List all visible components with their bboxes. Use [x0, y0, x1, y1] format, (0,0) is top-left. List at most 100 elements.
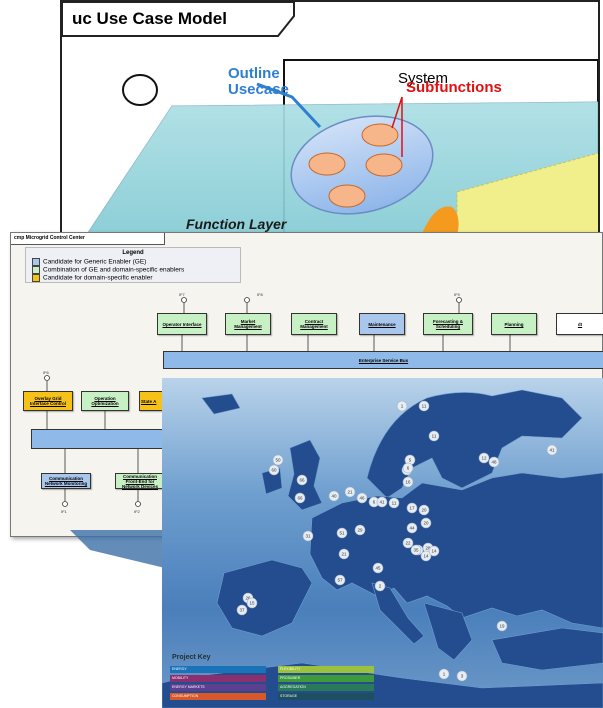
project-marker-label: 41	[549, 448, 555, 453]
project-marker-label: 51	[339, 531, 345, 536]
project-marker-dot	[246, 597, 258, 609]
project-marker: 37	[236, 604, 248, 616]
project-marker-label: 57	[337, 578, 343, 583]
project-marker-dot	[374, 580, 386, 592]
project-marker-label: 46	[359, 496, 365, 501]
actor-circle	[122, 74, 158, 106]
project-marker: 11	[418, 400, 430, 412]
project-marker: 6	[368, 496, 380, 508]
project-marker-dot	[272, 454, 284, 466]
use-case-diagram: uc Use Case Model Outline Usecase System…	[60, 0, 600, 245]
connector-lines	[44, 297, 511, 507]
project-marker-label: 29	[357, 528, 363, 533]
project-marker-dot	[406, 502, 418, 514]
project-marker: 41	[546, 444, 558, 456]
shadow-wedge	[70, 530, 165, 568]
project-marker: 15	[246, 597, 258, 609]
project-marker: 29	[354, 524, 366, 536]
project-marker: 60	[268, 464, 280, 476]
project-marker: 40	[328, 490, 340, 502]
component-planning: Planning	[491, 313, 537, 335]
project-marker: 35	[410, 544, 422, 556]
project-marker-dot	[356, 492, 368, 504]
project-marker: 11	[388, 497, 400, 509]
project-marker-label: 40	[331, 494, 337, 499]
project-marker-dot	[418, 400, 430, 412]
project-marker: 12	[478, 452, 490, 464]
land-iceland	[201, 393, 241, 415]
project-marker-dot	[406, 522, 418, 534]
project-marker-dot	[396, 400, 408, 412]
project-marker-dot	[344, 486, 356, 498]
project-marker: 51	[336, 527, 348, 539]
project-marker-label: 6	[407, 466, 410, 471]
legend: Legend Candidate for Generic Enabler (GE…	[25, 247, 241, 283]
project-marker: 3	[456, 670, 468, 682]
system-label: System	[398, 70, 449, 87]
subfunction-ellipse	[308, 152, 346, 176]
project-marker-label: 5	[409, 458, 412, 463]
project-marker-label: 41	[379, 500, 385, 505]
project-marker-label: 12	[481, 456, 487, 461]
project-marker-dot	[418, 504, 430, 516]
project-marker: 6	[402, 462, 414, 474]
frame-title: uc Use Case Model	[72, 9, 227, 28]
subfunction-pointer	[391, 96, 403, 157]
project-marker: 14	[428, 545, 440, 557]
project-marker-dot	[372, 562, 384, 574]
project-marker-label: 48	[491, 460, 497, 465]
component-contract-management: Contract Management	[291, 313, 337, 335]
project-marker: 17	[406, 502, 418, 514]
outline-usecase-label: Outline Usecase	[228, 65, 289, 98]
project-key-item: MOBILITY	[170, 675, 266, 682]
component-maintenance: Maintenance	[359, 313, 405, 335]
project-marker-label: 35	[413, 548, 419, 553]
project-marker-label: 22	[405, 541, 411, 546]
project-marker-label: 11	[422, 404, 427, 409]
project-key-item: ENERGY	[170, 666, 266, 673]
project-marker: 21	[344, 486, 356, 498]
frame-tab	[62, 2, 295, 37]
project-marker-dot	[478, 452, 490, 464]
subfunctions-label: Subfunctions	[406, 79, 502, 96]
project-marker: 48	[488, 456, 500, 468]
project-key-item: CONSUMPTION	[170, 693, 266, 700]
project-marker-label: 66	[299, 478, 305, 483]
yellow-region	[456, 152, 598, 243]
project-marker-dot	[268, 464, 280, 476]
project-marker: 16	[402, 476, 414, 488]
project-key-title: Project Key	[172, 654, 211, 661]
project-marker: 1	[396, 400, 408, 412]
interface-label: IF9	[454, 292, 460, 297]
component-operator-interface: Operator Interface	[157, 313, 207, 335]
project-marker: 41	[376, 496, 388, 508]
project-marker-dot	[456, 670, 468, 682]
interface-label: IF8	[257, 292, 263, 297]
project-marker: 11	[428, 430, 440, 442]
project-marker-label: 21	[347, 490, 353, 495]
project-marker: 46	[356, 492, 368, 504]
component-diagram-title: cmp Microgrid Control Center	[11, 233, 165, 245]
project-marker-dot	[420, 550, 432, 562]
subfunction-ellipse	[361, 123, 399, 147]
legend-title: Legend	[122, 250, 144, 256]
project-marker-label: 14	[431, 549, 437, 554]
project-marker-label: 20	[423, 521, 429, 526]
project-marker-label: 3	[461, 674, 464, 679]
project-marker: 22	[402, 537, 414, 549]
outline-pointer	[256, 82, 322, 129]
project-marker-dot	[546, 444, 558, 456]
project-marker-label: 19	[499, 624, 505, 629]
project-marker: 21	[338, 548, 350, 560]
interface-label: IF2	[134, 509, 140, 514]
subfunction-ellipse	[365, 153, 403, 177]
land-iberia	[216, 559, 313, 637]
project-marker-dot	[236, 604, 248, 616]
land-italy	[371, 582, 425, 645]
project-key-item: FLEXIBILITY	[278, 666, 374, 673]
project-marker-dot	[420, 517, 432, 529]
project-marker: 2	[374, 580, 386, 592]
project-marker-label: 21	[341, 552, 347, 557]
function-layer-label: Function Layer	[186, 216, 287, 232]
